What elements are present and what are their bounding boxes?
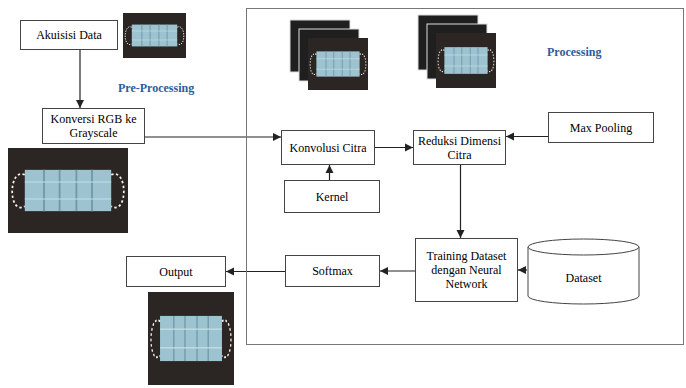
process-box: Akuisisi Data bbox=[20, 20, 118, 50]
node-label: Training Dataset dengan Neural Network bbox=[420, 249, 513, 291]
connector-arrow bbox=[79, 50, 80, 108]
connector-arrow bbox=[145, 136, 281, 137]
node-label: Kernel bbox=[316, 190, 349, 204]
output-photo bbox=[148, 292, 234, 385]
process-box: Training Dataset dengan Neural Network bbox=[415, 238, 518, 302]
cylinder-body bbox=[528, 247, 639, 304]
section-label: Pre-Processing bbox=[118, 81, 194, 95]
process-box: Output bbox=[126, 256, 226, 287]
input-photo bbox=[123, 13, 186, 58]
feature-map bbox=[436, 33, 496, 88]
connector-arrow bbox=[380, 270, 415, 271]
process-box: Kernel bbox=[284, 180, 380, 213]
connector-arrow bbox=[506, 136, 548, 137]
feature-map bbox=[308, 38, 368, 90]
node-label: Max Pooling bbox=[570, 121, 632, 135]
node-label: Akuisisi Data bbox=[36, 28, 102, 42]
connector-arrow bbox=[460, 165, 461, 238]
process-box: Konversi RGB ke Grayscale bbox=[42, 108, 145, 144]
connector-arrow bbox=[375, 147, 413, 148]
connector-arrow bbox=[226, 271, 285, 272]
mask-photo bbox=[148, 292, 234, 385]
connector-arrow bbox=[329, 165, 330, 180]
process-box: Konvolusi Citra bbox=[281, 130, 375, 165]
mask-photo bbox=[8, 148, 128, 233]
processing-region: ProcessingKonvolusi Citra Reduksi Dimensi… bbox=[246, 8, 684, 345]
node-label: Konversi RGB ke Grayscale bbox=[47, 112, 140, 140]
grayscale-photo bbox=[8, 148, 128, 233]
convolution-stack bbox=[290, 20, 368, 90]
node-label: Output bbox=[159, 265, 192, 279]
region-heading: Processing bbox=[547, 45, 601, 59]
process-box: Reduksi Dimensi Citra bbox=[413, 130, 506, 165]
node-label: Konvolusi Citra bbox=[290, 141, 367, 155]
connector-arrow bbox=[518, 269, 527, 270]
node-label: Dataset bbox=[566, 271, 602, 285]
node-label: Reduksi Dimensi Citra bbox=[418, 134, 501, 162]
database-cylinder: Dataset bbox=[527, 238, 640, 305]
node-label: Softmax bbox=[312, 264, 353, 278]
process-box: Max Pooling bbox=[548, 112, 654, 143]
cylinder-top bbox=[528, 239, 639, 255]
pooling-stack bbox=[418, 15, 496, 88]
mask-photo bbox=[123, 13, 186, 58]
process-box: Softmax bbox=[285, 255, 380, 287]
